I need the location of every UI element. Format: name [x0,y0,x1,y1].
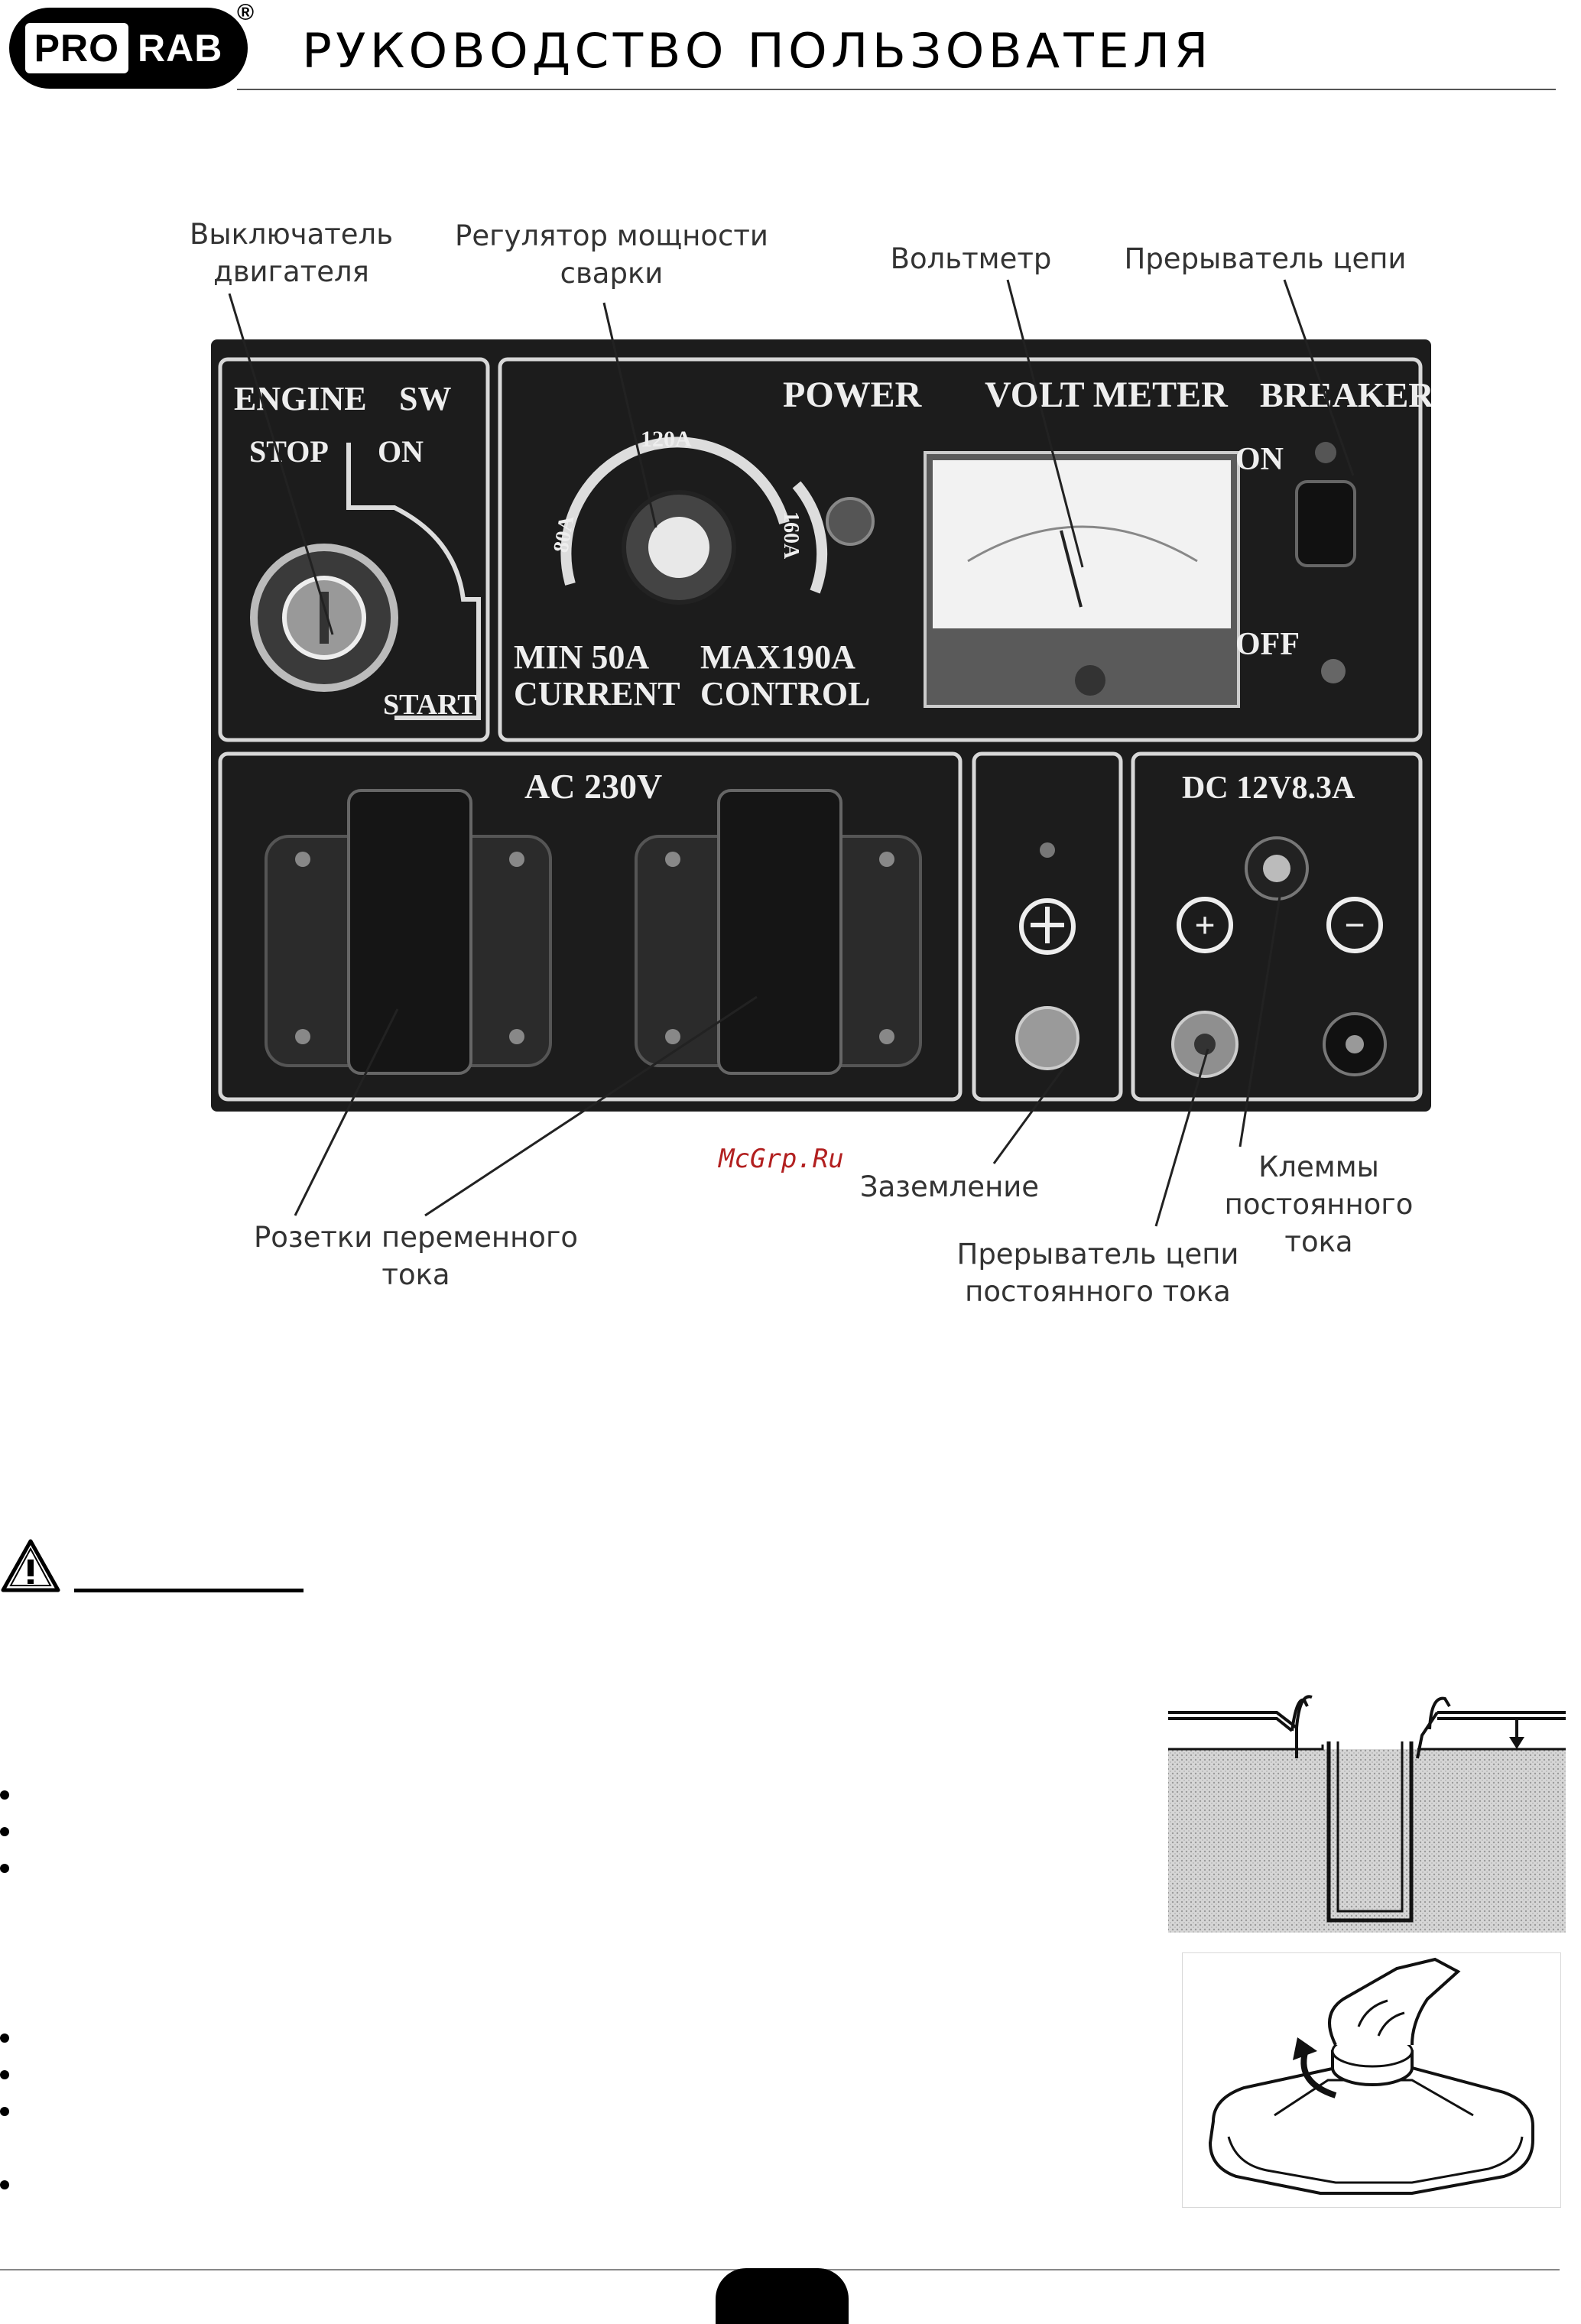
list-item-bullet [0,1790,9,1800]
power-indicator [826,497,875,546]
panel-breaker-label: BREAKER [1260,375,1431,414]
panel-power-label: POWER [783,375,923,415]
callout-dc-terminals: Клеммы постоянного тока [1224,1151,1414,1258]
panel-on-label: ON [378,434,424,469]
page-number-badge [716,2268,849,2324]
panel-stop-label: STOP [249,434,329,469]
brand-logo: PRO RAB [9,8,248,89]
svg-text:+: + [1194,905,1215,946]
panel-start-label: START [383,689,477,721]
breaker-switch [1295,480,1356,567]
dial-120a-label: 120A [641,427,692,452]
logo-pro-text: PRO [24,23,129,73]
panel-ac-label: AC 230V [524,767,662,806]
control-panel-photo: ENGINE SW STOP ON START 120A 80A 160A MI… [211,339,1431,1112]
dial-160a-label: 160A [779,511,803,560]
panel-engine-label: ENGINE [234,380,367,417]
panel-voltmeter-label: VOLT METER [985,375,1229,415]
callout-ac-sockets: Розетки переменного тока [253,1221,579,1291]
callout-grounding: Заземление [859,1170,1040,1203]
list-item-bullet [0,1827,9,1836]
callout-voltmeter: Вольтметр [890,242,1052,275]
panel-max-control-label: MAX190A [700,638,855,676]
panel-current-label: CURRENT [514,675,680,712]
watermark: McGrp.Ru [719,1144,844,1174]
ground-terminal [1015,1006,1079,1070]
registered-mark: ® [237,0,255,25]
page-title: РУКОВОДСТВО ПОЛЬЗОВАТЕЛЯ [302,23,1213,79]
panel-min-current-label: MIN 50A [514,638,649,676]
panel-control-label: CONTROL [700,675,870,712]
callout-engine-switch: Выключатель двигателя [189,218,394,288]
dc-minus-symbol [1326,897,1383,953]
logo-rab-text: RAB [138,27,223,70]
panel-dc-label: DC 12V8.3A [1182,771,1355,806]
panel-sw-label: SW [399,380,451,417]
list-item-bullet [0,2034,9,2043]
warning-heading-underline [74,1589,304,1592]
panel-breaker-off-label: OFF [1235,627,1300,662]
warning-icon [1,1539,60,1592]
list-item-bullet [0,2180,9,2189]
callout-dc-breaker: Прерыватель цепи постоянного тока [956,1238,1239,1308]
ground-symbol [1019,898,1076,955]
dc-plus-symbol [1177,897,1233,953]
callout-welding-regulator: Регулятор мощности сварки [455,219,768,290]
panel-breaker-on-label: ON [1235,442,1284,477]
list-item-bullet [0,2070,9,2079]
svg-text:−: − [1344,905,1365,946]
list-item-bullet [0,1864,9,1873]
figure-fuel-cap-hand [1182,1952,1561,2208]
control-panel-drawing: ENGINE SW STOP ON START 120A 80A 160A MI… [218,357,1431,1102]
header-divider [237,89,1556,90]
list-item-bullet [0,2107,9,2116]
figure-tank-neck-section [1162,1689,1581,1934]
callout-breaker: Прерыватель цепи [1124,242,1407,275]
